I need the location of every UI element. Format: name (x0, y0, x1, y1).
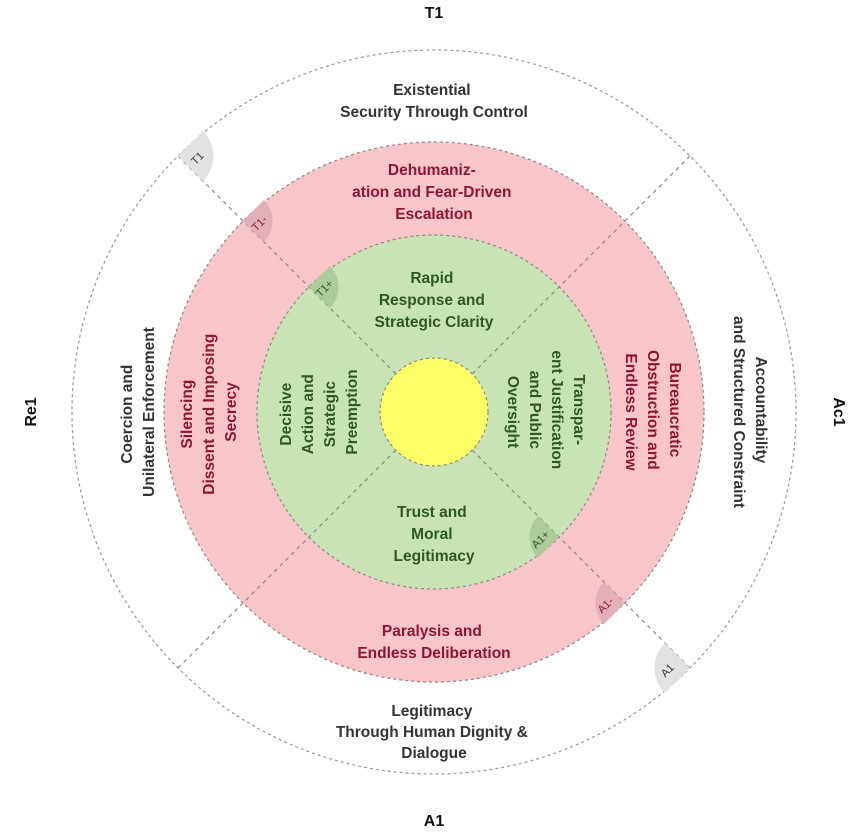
outer-bottom-label: Legitimacy Through Human Dignity & Dialo… (336, 703, 532, 762)
badge-a1-plus: A1+ (529, 516, 559, 558)
red-top-label: Dehumaniz- ation and Fear-Driven Escalat… (352, 162, 516, 223)
green-left-label: Decisive Action and Strategic Preemption (278, 369, 361, 454)
outer-left-label: Coercion and Unilateral Enforcement (119, 327, 158, 497)
axis-label-right: Ac1 (830, 397, 847, 426)
axis-label-bottom: A1 (424, 813, 445, 830)
badge-t1: T1 (178, 131, 214, 181)
badge-a1-minus: A1- (595, 582, 625, 624)
green-top-label: Rapid Response and Strategic Clarity (375, 270, 494, 331)
red-bottom-label: Paralysis and Endless Deliberation (357, 623, 510, 662)
badge-t1-plus: T1+ (309, 266, 339, 308)
red-left-label: Silencing Dissent and Imposing Secrecy (179, 329, 240, 494)
outer-top-label: Existential Security Through Control (340, 82, 528, 121)
green-bottom-label: Trust and Moral Legitimacy (394, 504, 475, 565)
red-right-label: Bureaucratic Obstruction and Endless Rev… (622, 350, 683, 474)
outer-right-label: Accountability and Structured Constraint (730, 316, 769, 508)
badge-t1-minus: T1- (243, 200, 273, 242)
center-circle (379, 357, 489, 467)
axis-label-top: T1 (425, 5, 444, 22)
axis-label-left: Re1 (23, 397, 40, 426)
green-right-label: Transpar- ent Justification and Public O… (504, 350, 587, 473)
badge-a1: A1 (654, 643, 690, 693)
